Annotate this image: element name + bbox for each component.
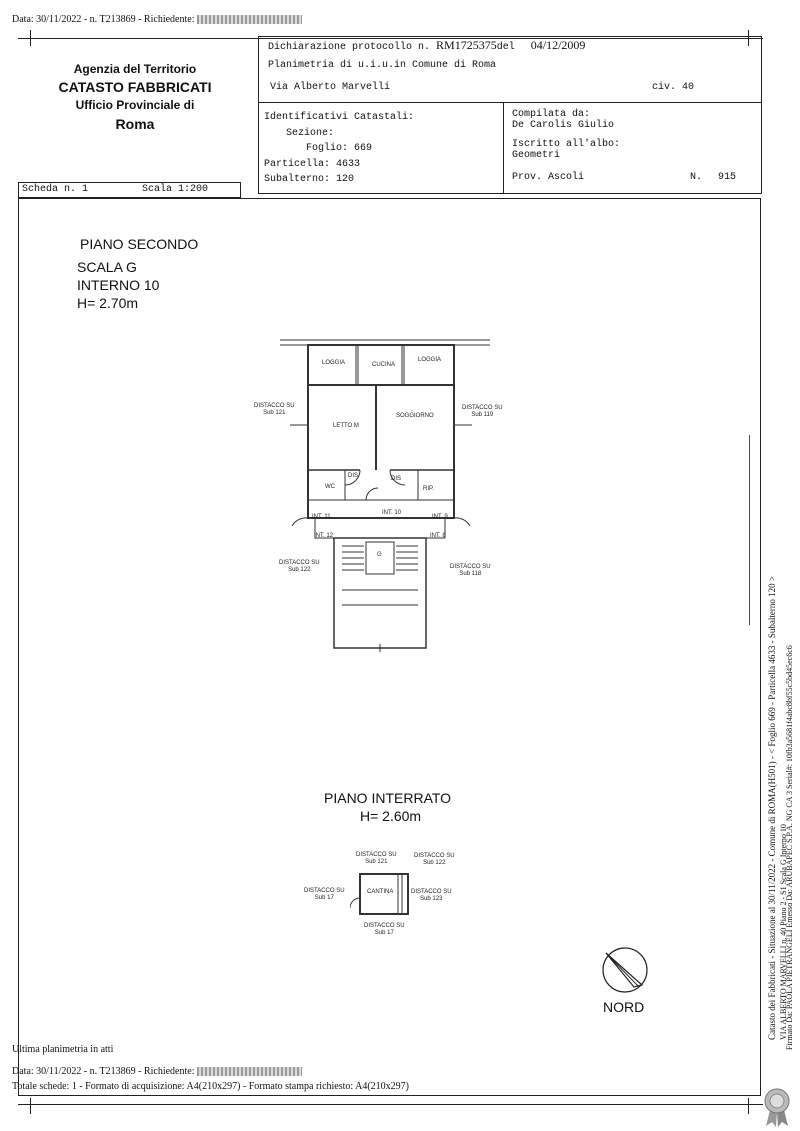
declaration-number: RM1725375 <box>436 38 497 52</box>
piano-interrato-title: PIANO INTERRATO <box>324 790 452 806</box>
distacco-119: DISTACCO SU Sub 119 <box>462 405 503 418</box>
scheda-box <box>18 182 241 198</box>
frame-tick <box>30 1098 31 1114</box>
sezione-label: Sezione: <box>286 127 335 139</box>
footer-totale: Totale schede: 1 - Formato di acquisizio… <box>12 1081 409 1092</box>
top-header: Data: 30/11/2022 - n. T213869 - Richiede… <box>12 14 302 25</box>
distacco-int-left: DISTACCO SU Sub 17 <box>304 888 345 901</box>
piano-secondo-scala: SCALA G <box>77 259 137 275</box>
seal-ribbon-icon <box>764 1088 790 1127</box>
subalterno-value: 120 <box>336 174 355 185</box>
albo-value: Geometri <box>512 150 561 161</box>
declaration-date-label: del <box>496 42 515 53</box>
label-int-10: INT. 10 <box>382 510 402 516</box>
side-text-signature: Firmato Da: PAOLA PIETRANGELI Emesso Da:… <box>785 645 794 1050</box>
compilata-block: Compilata da: De Carolis Giulio Iscritto… <box>512 109 620 161</box>
foglio-label: Foglio: <box>306 143 349 154</box>
distacco-int-bottom: DISTACCO SU Sub 17 <box>364 923 405 936</box>
label-g: G <box>377 552 382 558</box>
subalterno-label: Subalterno: <box>264 174 331 185</box>
catasto-title: CATASTO FABBRICATI <box>58 79 212 95</box>
floor-plan-interrato <box>350 873 409 915</box>
albo-label: Iscritto all'albo: <box>512 139 621 150</box>
distacco-118: DISTACCO SU Sub 118 <box>450 564 491 577</box>
n-row: N. 915 <box>690 172 736 183</box>
room-dis-1: DIS <box>348 473 359 479</box>
n-label: N. <box>690 172 703 183</box>
frame-tick <box>30 30 31 46</box>
label-int-8: INT. 8 <box>430 533 446 539</box>
room-dis-2: DIS <box>391 476 402 482</box>
agency-name: Agenzia del Territorio <box>73 62 197 76</box>
distacco-122: DISTACCO SU Sub 122 <box>279 560 320 573</box>
distacco-int-top-2: DISTACCO SU Sub 122 <box>414 853 455 866</box>
frame-tick <box>748 30 749 46</box>
side-bracket <box>749 435 750 625</box>
ufficio-city: Roma <box>115 116 155 132</box>
frame-bottom-line <box>18 1104 763 1105</box>
north-arrow-icon <box>602 947 648 993</box>
distacco-121: DISTACCO SU Sub 121 <box>254 403 295 416</box>
frame-tick <box>748 1098 749 1114</box>
label-int-12: INT. 12 <box>314 533 334 539</box>
side-text-cadastral: Catasto dei Fabbricati - Situazione al 3… <box>767 576 777 1040</box>
piano-secondo-height: H= 2.70m <box>77 295 139 311</box>
declaration-row: Dichiarazione protocollo n. RM1725375del… <box>268 38 585 53</box>
redacted-requester-footer <box>196 1067 302 1077</box>
room-wc: WC <box>325 484 335 490</box>
room-soggiorno: SOGGIORNO <box>396 413 434 419</box>
top-header-text: Data: 30/11/2022 - n. T213869 - Richiede… <box>12 14 195 25</box>
identificativi-title: Identificativi Catastali: <box>264 112 415 123</box>
ufficio-label: Ufficio Provinciale di <box>75 98 195 112</box>
prov-value: Ascoli <box>548 172 585 183</box>
nord-label: NORD <box>603 999 645 1015</box>
label-int-9: INT. 9 <box>432 514 448 520</box>
label-int-11: INT. 11 <box>312 514 331 520</box>
civ-label: civ. <box>652 82 677 93</box>
compilata-label: Compilata da: <box>512 109 591 120</box>
scheda-label: Scheda n. 1 <box>22 184 89 195</box>
prov-label: Prov. <box>512 172 543 183</box>
room-cantina: CANTINA <box>367 889 394 895</box>
address-street: Via Alberto Marvelli <box>270 82 391 93</box>
header-table <box>258 36 762 194</box>
room-cucina: CUCINA <box>372 362 396 368</box>
piano-interrato-height: H= 2.60m <box>360 808 422 824</box>
footer-data: Data: 30/11/2022 - n. T213869 - Richiede… <box>12 1066 302 1077</box>
particella-value: 4633 <box>336 158 361 170</box>
planimetria-text: Planimetria di u.i.u.in Comune di Roma <box>268 60 497 71</box>
room-rip: RIP. <box>423 486 434 492</box>
room-loggia-right: LOGGIA <box>418 357 442 363</box>
frame-top-line <box>18 38 763 39</box>
floor-plan-secondo <box>280 339 490 652</box>
agency-block: Agenzia del Territorio CATASTO FABBRICAT… <box>40 62 230 132</box>
address-civ: civ. 40 <box>652 82 694 93</box>
identificativi-block: Identificativi Catastali: Sezione: Fogli… <box>264 110 414 188</box>
footer-ultima: Ultima planimetria in atti <box>12 1044 114 1055</box>
distacco-int-top-1: DISTACCO SU Sub 121 <box>356 852 397 865</box>
distacco-int-right: DISTACCO SU Sub 123 <box>411 889 452 902</box>
redacted-requester <box>196 15 302 25</box>
piano-secondo-interno: INTERNO 10 <box>77 277 160 293</box>
footer-data-text: Data: 30/11/2022 - n. T213869 - Richiede… <box>12 1066 195 1077</box>
room-loggia-left: LOGGIA <box>322 360 346 366</box>
room-letto: LETTO M <box>333 423 359 429</box>
particella-label: Particella: <box>264 158 331 170</box>
compilata-name: De Carolis Giulio <box>512 120 615 131</box>
prov-row: Prov. Ascoli <box>512 172 584 183</box>
declaration-label: Dichiarazione protocollo n. <box>268 42 431 53</box>
piano-secondo-title: PIANO SECONDO <box>80 236 199 252</box>
scheda-scale: Scala 1:200 <box>142 184 209 195</box>
drawing-frame <box>18 198 761 1096</box>
foglio-value: 669 <box>354 143 373 154</box>
civ-number: 40 <box>682 82 695 93</box>
n-value: 915 <box>718 172 737 183</box>
declaration-date: 04/12/2009 <box>530 38 586 52</box>
